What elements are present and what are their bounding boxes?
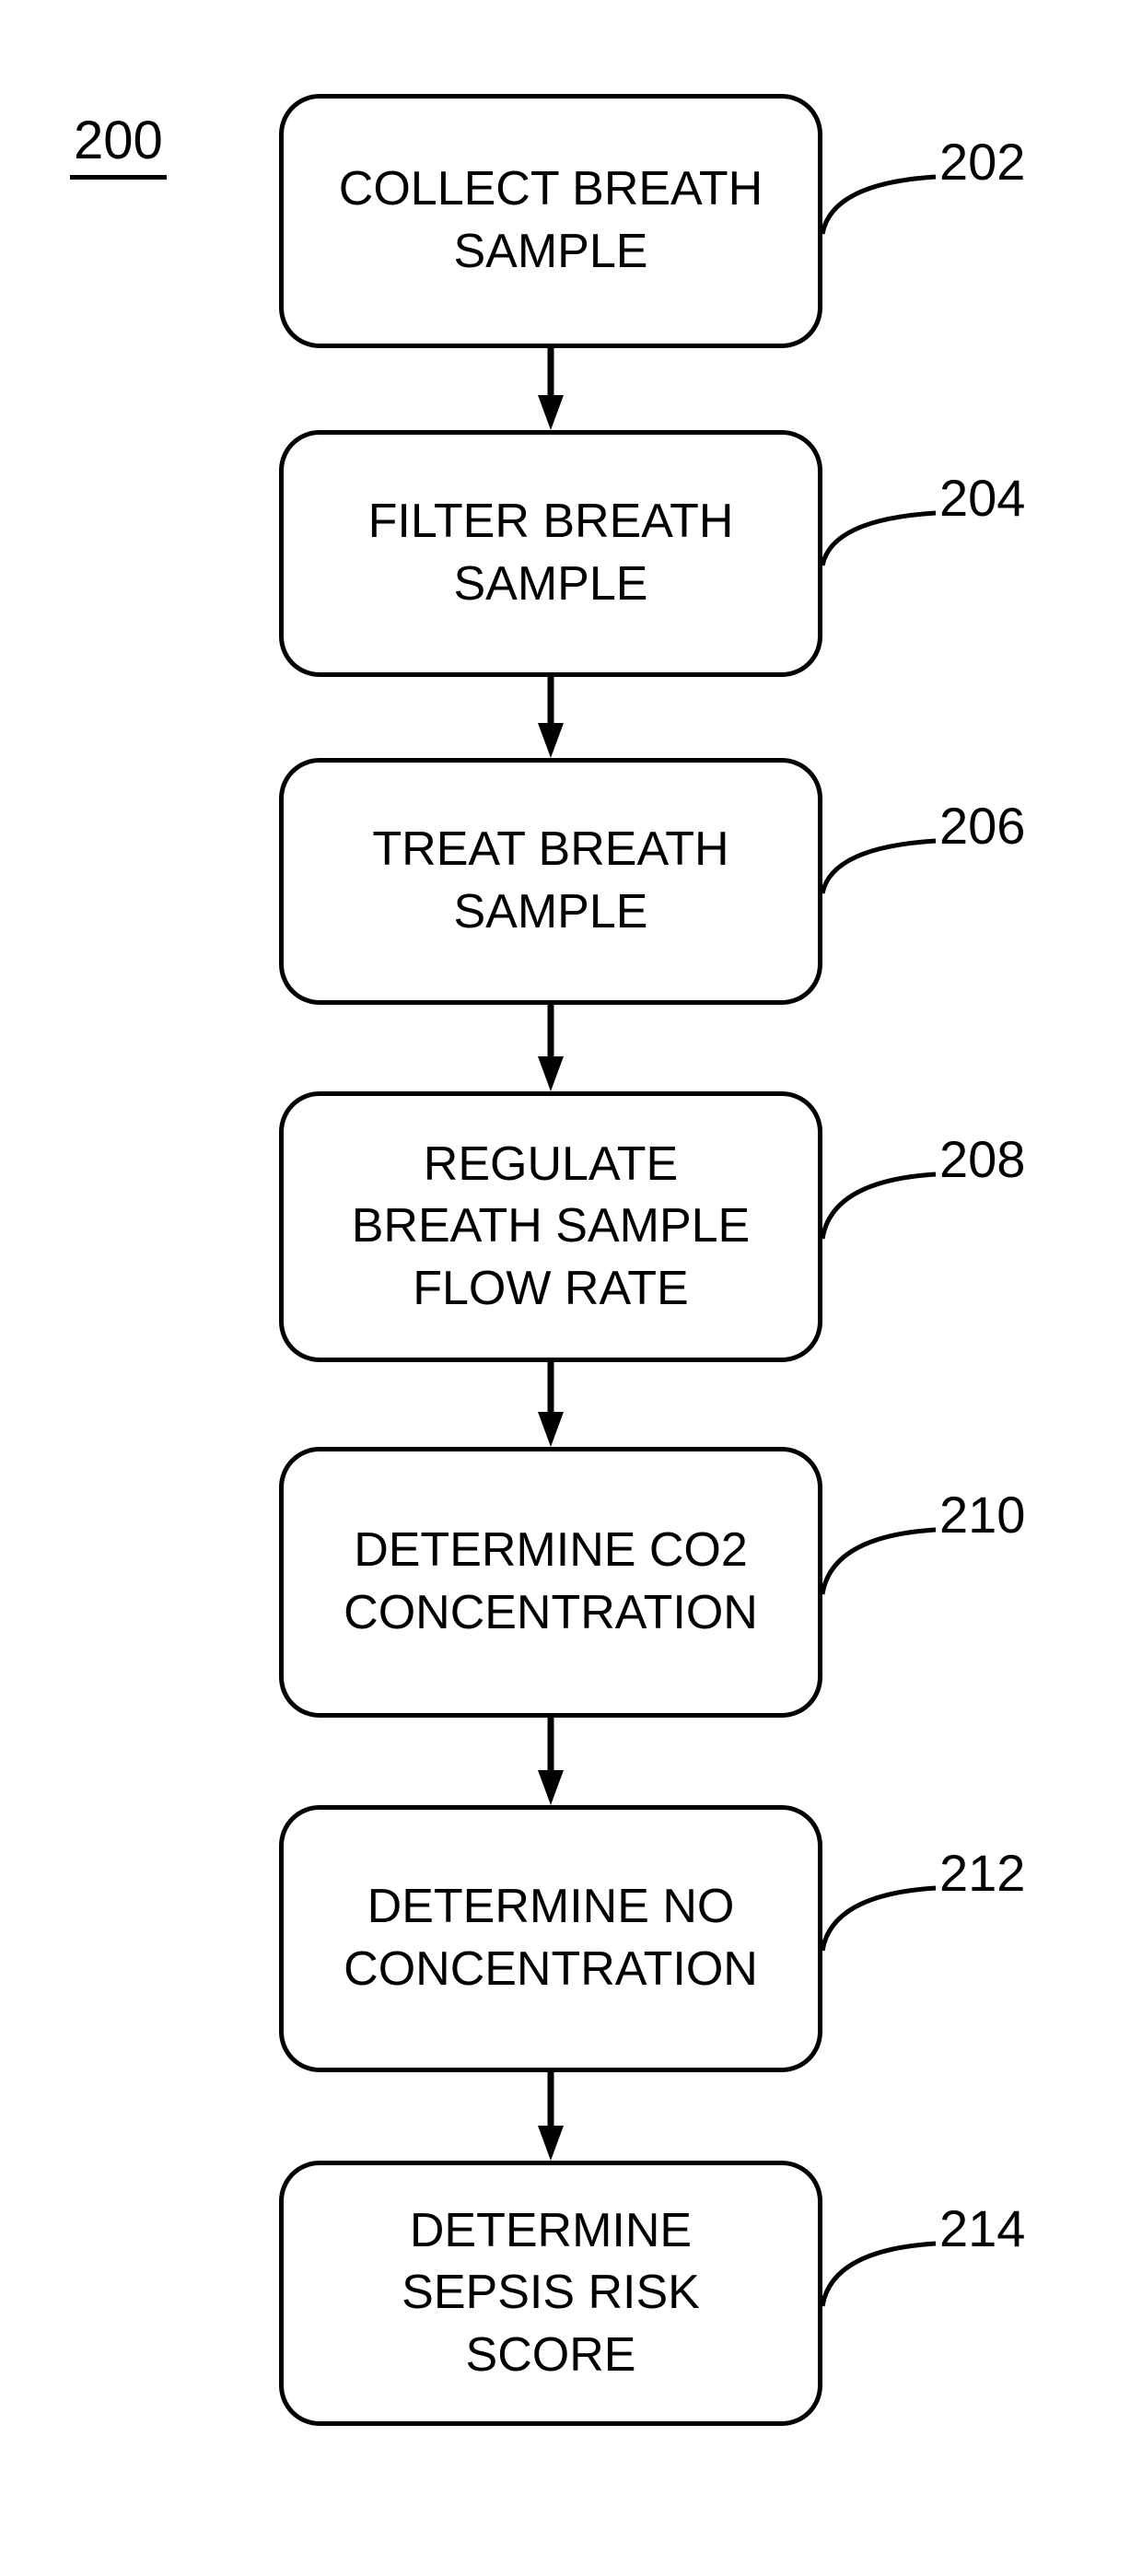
step-box-collect-breath-sample: COLLECT BREATH SAMPLE — [279, 94, 822, 348]
step-box-regulate-flow-rate: REGULATE BREATH SAMPLE FLOW RATE — [279, 1091, 822, 1362]
ref-label-214: 214 — [939, 2199, 1026, 2257]
figure-number-label: 200 — [70, 114, 167, 180]
ref-label-204: 204 — [939, 469, 1026, 527]
leader-line-210 — [820, 1527, 937, 1595]
ref-label-202: 202 — [939, 133, 1026, 191]
leader-line-208 — [820, 1171, 937, 1240]
step-label: DETERMINE CO2 CONCENTRATION — [344, 1523, 758, 1639]
step-label: REGULATE BREATH SAMPLE FLOW RATE — [351, 1136, 751, 1315]
flow-arrow-2 — [538, 677, 564, 758]
leader-line-202 — [820, 174, 937, 235]
step-label: FILTER BREATH SAMPLE — [367, 495, 734, 611]
step-label: COLLECT BREATH SAMPLE — [338, 162, 763, 278]
flow-arrow-3 — [538, 1005, 564, 1091]
step-box-determine-co2: DETERMINE CO2 CONCENTRATION — [279, 1447, 822, 1718]
step-label: DETERMINE NO CONCENTRATION — [344, 1880, 758, 1996]
ref-label-206: 206 — [939, 797, 1026, 855]
step-label: DETERMINE SEPSIS RISK SCORE — [402, 2203, 700, 2382]
leader-line-206 — [820, 838, 937, 894]
step-box-treat-breath-sample: TREAT BREATH SAMPLE — [279, 758, 822, 1005]
leader-line-204 — [820, 510, 937, 566]
leader-line-212 — [820, 1885, 937, 1952]
ref-label-208: 208 — [939, 1130, 1026, 1188]
flow-arrow-6 — [538, 2072, 564, 2161]
step-box-filter-breath-sample: FILTER BREATH SAMPLE — [279, 430, 822, 677]
step-box-determine-sepsis-risk: DETERMINE SEPSIS RISK SCORE — [279, 2161, 822, 2426]
flow-arrow-4 — [538, 1362, 564, 1447]
step-label: TREAT BREATH SAMPLE — [372, 822, 729, 938]
flow-arrow-5 — [538, 1718, 564, 1805]
leader-line-214 — [820, 2241, 937, 2307]
ref-label-212: 212 — [939, 1844, 1026, 1902]
step-box-determine-no: DETERMINE NO CONCENTRATION — [279, 1805, 822, 2072]
ref-label-210: 210 — [939, 1486, 1026, 1544]
flow-arrow-1 — [538, 348, 564, 430]
